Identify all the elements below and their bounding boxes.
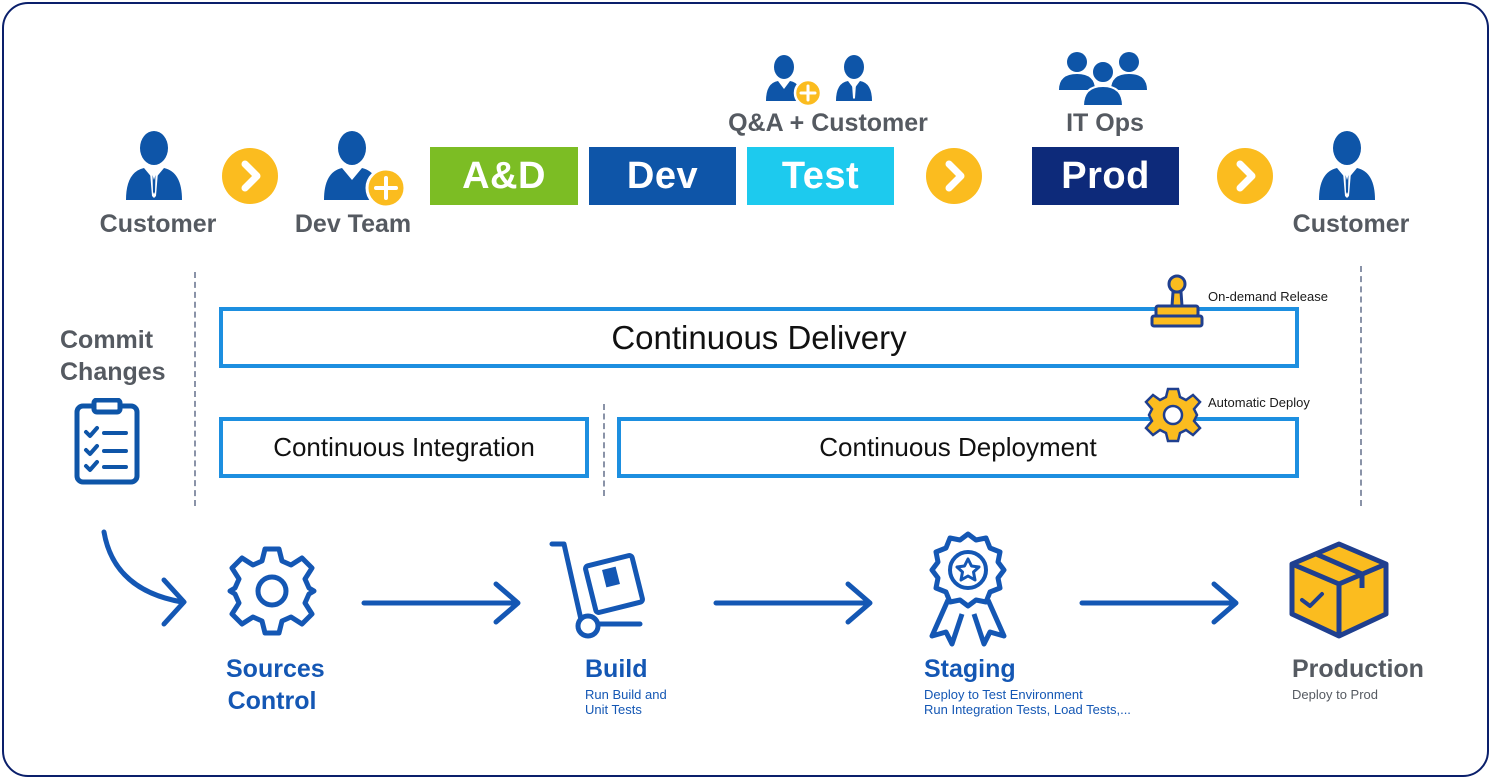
build-subtitle: Run Build and Unit Tests [585,687,667,717]
staging-sub1: Deploy to Test Environment [924,687,1083,702]
commit-changes-label: Commit Changes [60,324,166,388]
next-chevron-icon [926,148,982,204]
it-ops-label: IT Ops [1066,109,1144,137]
phase-ad: A&D [430,147,578,205]
next-chevron-icon [1217,148,1273,204]
separator-right [1360,266,1362,506]
automatic-deploy-gear-icon [1144,387,1202,443]
sources-control-title: Sources Control [226,653,325,717]
sources-line2: Control [227,687,317,715]
build-sub2: Unit Tests [585,702,642,717]
flow-arrow-icon [713,581,873,625]
production-title: Production [1292,655,1424,683]
curved-arrow-icon [101,529,187,627]
customer-left-label: Customer [99,210,217,238]
commit-line1: Commit [60,326,154,354]
build-title: Build [585,655,648,683]
phase-prod: Prod [1032,147,1179,205]
phase-test: Test [747,147,894,205]
build-hand-truck-icon [549,541,645,639]
flow-arrow-icon [1079,581,1239,625]
build-sub1: Run Build and [585,687,667,702]
flow-arrow-icon [361,581,521,625]
it-ops-group-icon [1059,52,1147,107]
dev-team-icon [324,131,407,208]
staging-title: Staging [924,655,1016,683]
qa-customer-icon [766,55,872,108]
automatic-deploy-note: Automatic Deploy [1208,395,1310,410]
sources-control-gear-icon [227,546,317,636]
continuous-delivery-box: Continuous Delivery [219,307,1299,368]
sources-line1: Sources [226,655,325,683]
next-chevron-icon [222,148,278,204]
continuous-integration-label: Continuous Integration [273,432,535,462]
on-demand-release-note: On-demand Release [1208,289,1328,304]
production-subtitle: Deploy to Prod [1292,687,1378,702]
dev-team-label: Dev Team [294,210,412,238]
staging-award-badge-icon [929,531,1007,647]
customer-icon [126,131,182,200]
production-package-icon [1289,541,1389,639]
customer-icon [1319,131,1375,200]
continuous-deployment-label: Continuous Deployment [819,432,1097,462]
separator-middle [603,404,605,496]
customer-right-label: Customer [1292,210,1410,238]
qa-customer-label: Q&A + Customer [728,109,928,137]
clipboard-checklist-icon [74,398,140,485]
continuous-delivery-label: Continuous Delivery [611,318,907,356]
phase-dev: Dev [589,147,736,205]
separator-left [194,272,196,506]
staging-sub2: Run Integration Tests, Load Tests,... [924,702,1131,717]
continuous-integration-box: Continuous Integration [219,417,589,478]
commit-line2: Changes [60,358,166,386]
staging-subtitle: Deploy to Test Environment Run Integrati… [924,687,1131,717]
stamp-icon [1150,274,1204,328]
